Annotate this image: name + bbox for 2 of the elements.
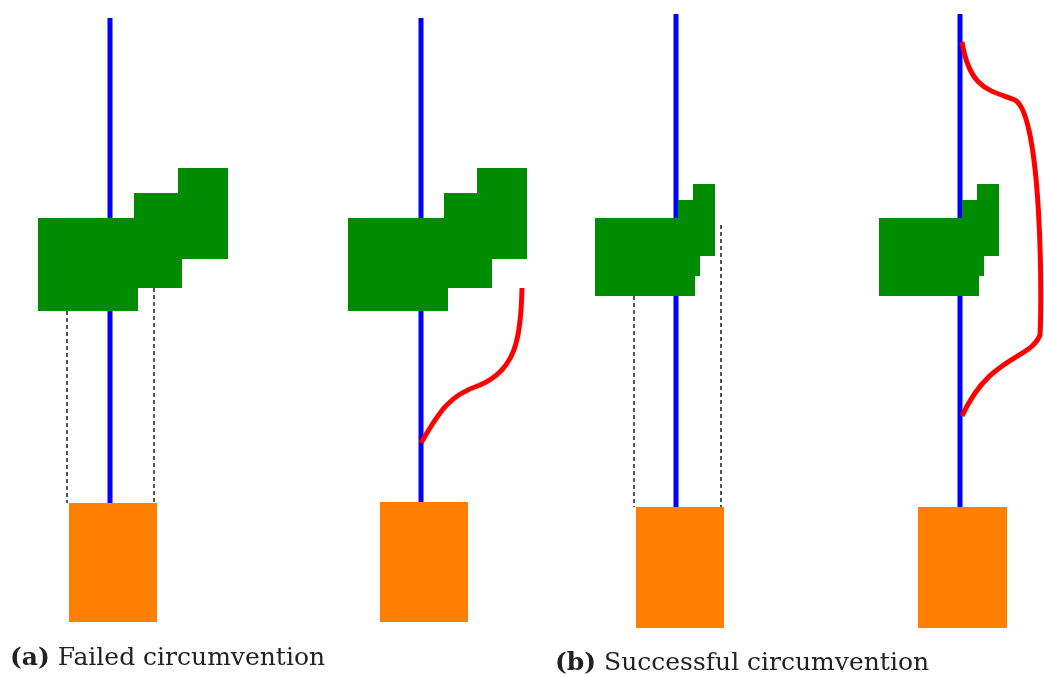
figure-caption: (a) Failed circumvention bbox=[10, 642, 326, 671]
figure-caption: (b) Successful circumvention bbox=[555, 647, 930, 676]
